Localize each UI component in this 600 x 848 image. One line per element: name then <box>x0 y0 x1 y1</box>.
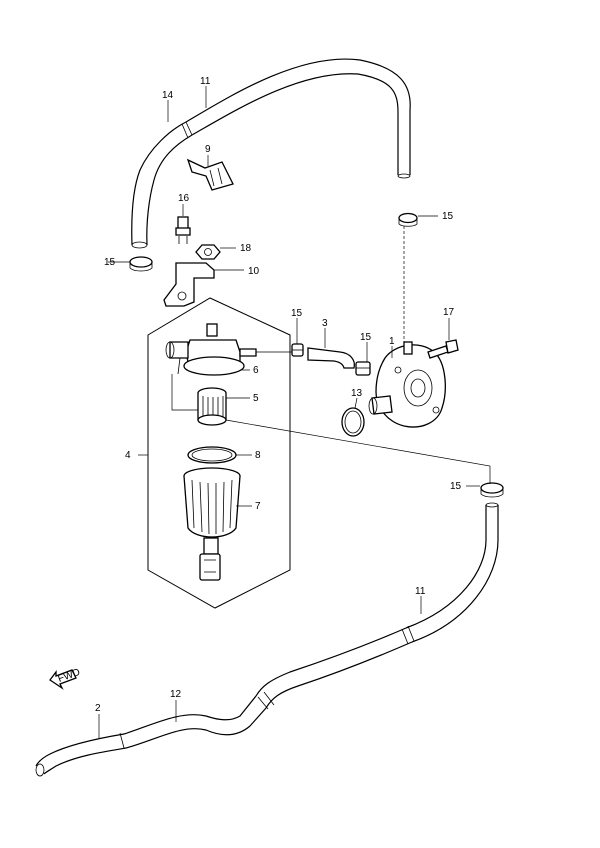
hose-12 <box>119 627 413 749</box>
fwd-label: FWD <box>57 667 82 685</box>
upper-hose-11 <box>131 58 411 249</box>
callout-8: 8 <box>255 450 261 461</box>
seal-ring-8 <box>187 446 237 464</box>
filter-head-6 <box>165 323 257 376</box>
callout-14: 14 <box>162 90 174 101</box>
clamp-15-right <box>480 482 504 498</box>
bolt-17 <box>427 339 459 359</box>
filter-bowl-7 <box>183 467 241 581</box>
callout-12: 12 <box>170 689 182 700</box>
clamp-15-left <box>129 256 153 272</box>
callout-15-left: 15 <box>104 257 116 268</box>
callout-15-top-right: 15 <box>442 211 454 222</box>
leader-lines <box>98 86 480 738</box>
callout-5: 5 <box>253 393 259 404</box>
callout-9: 9 <box>205 144 211 155</box>
callout-10: 10 <box>248 266 260 277</box>
nut-18 <box>195 244 221 260</box>
bolt-16 <box>175 216 191 244</box>
o-ring-13 <box>341 407 365 437</box>
clamp-15-mid <box>291 343 304 357</box>
hose-3 <box>307 347 356 369</box>
clip-9 <box>186 158 234 191</box>
callout-13: 13 <box>351 388 363 399</box>
lower-hose-11 <box>401 502 499 645</box>
clamp-15-pump <box>355 361 371 376</box>
callout-11-top: 11 <box>200 76 211 87</box>
callout-4: 4 <box>125 450 131 461</box>
callout-15-pump: 15 <box>360 332 372 343</box>
fwd-direction-marker: FWD <box>49 667 82 690</box>
callout-16: 16 <box>178 193 190 204</box>
callout-15-right: 15 <box>450 481 462 492</box>
hose-2 <box>35 733 127 777</box>
fuel-pump-1 <box>368 341 446 428</box>
callout-7: 7 <box>255 501 261 512</box>
clamp-15-top-right <box>398 212 418 227</box>
callout-6: 6 <box>253 365 259 376</box>
bracket-10 <box>163 262 215 307</box>
filter-assembly-4-outline <box>147 297 291 609</box>
callout-labels: 11 14 9 16 18 10 15 15 15 3 15 1 17 13 6… <box>95 76 462 714</box>
callout-1: 1 <box>389 336 395 347</box>
callout-18: 18 <box>240 243 252 254</box>
callout-2: 2 <box>95 703 101 714</box>
callout-3: 3 <box>322 318 328 329</box>
callout-15-mid: 15 <box>291 308 303 319</box>
callout-17: 17 <box>443 307 455 318</box>
filter-element-5 <box>197 387 227 426</box>
callout-11-bottom: 11 <box>415 586 426 597</box>
connection-lines <box>171 226 491 484</box>
